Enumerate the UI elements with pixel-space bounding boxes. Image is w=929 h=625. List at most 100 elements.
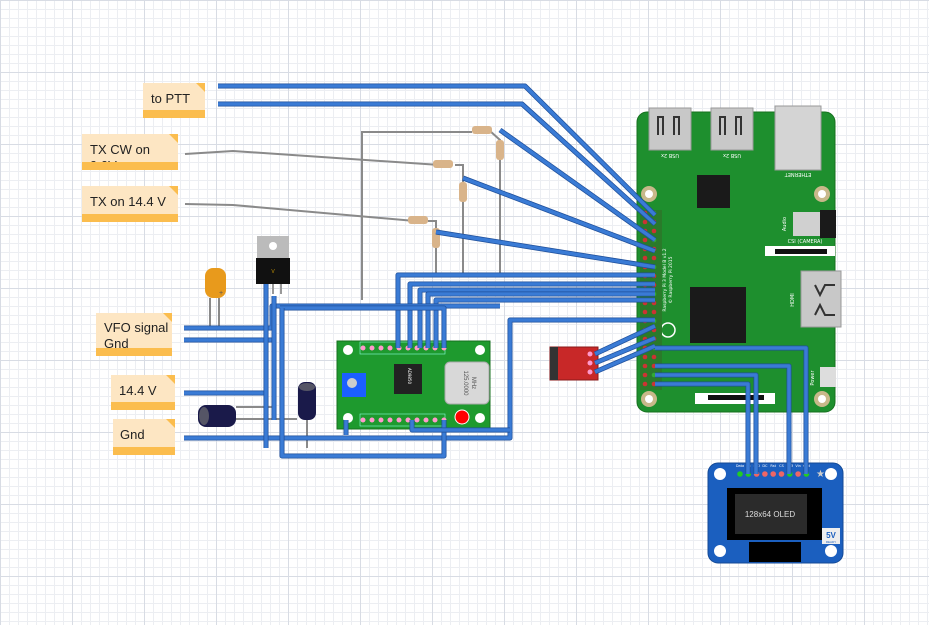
ethernet-port — [774, 105, 822, 171]
wire — [462, 176, 656, 253]
wire — [655, 364, 791, 474]
gpio-pin — [651, 354, 657, 360]
note-text: 14.4 V — [119, 383, 157, 398]
header-pin — [414, 417, 420, 423]
header-pin — [369, 417, 375, 423]
hdmi-label: HDMI — [790, 293, 796, 306]
header-pin — [378, 345, 384, 351]
wire — [280, 306, 446, 348]
header-pin — [378, 417, 384, 423]
oled-pin-label: Data — [736, 464, 744, 468]
hdmi-port — [800, 270, 842, 328]
ethernet-label: ETHERNET — [784, 171, 812, 177]
header-pin — [387, 417, 393, 423]
oled-pin-label: Rst — [770, 464, 776, 468]
wire — [498, 128, 657, 242]
electrolytic-capacitor[interactable] — [298, 382, 316, 420]
raspberry-pi[interactable]: USB 2x USB 2x ETHERNET Audio CSI (CAMERA… — [636, 105, 842, 413]
regulator-marking: V — [271, 269, 275, 275]
header-pin — [423, 417, 429, 423]
oled-pin-label: CS — [779, 464, 784, 468]
flex-cable — [749, 542, 801, 562]
reset-button[interactable] — [454, 409, 470, 425]
wire — [184, 318, 655, 440]
oled-pin — [778, 471, 785, 477]
wire — [280, 308, 446, 458]
electrolytic-capacitor[interactable] — [198, 405, 236, 427]
wire — [396, 273, 655, 348]
wire — [655, 373, 758, 474]
header-pin — [360, 417, 366, 423]
gpio-pin — [642, 309, 648, 315]
oled-pin-label: Vin — [795, 464, 801, 468]
note-text: Gnd — [120, 427, 145, 442]
dds-module[interactable]: AD9850 125.0000 MHz — [336, 340, 491, 430]
usb-port — [648, 107, 692, 151]
gpio-pin — [642, 237, 648, 243]
model-label: Raspberry Pi 3 Model B v1.2 — [662, 248, 668, 311]
note-tx-cw[interactable]: TX CW on 9.0V — [82, 134, 178, 173]
wire — [594, 336, 656, 365]
5v-badge — [822, 528, 840, 544]
resistor — [472, 126, 492, 134]
red-module[interactable] — [549, 346, 599, 381]
usb-label: USB 2x — [661, 152, 679, 158]
wire — [594, 344, 656, 374]
wire — [434, 298, 655, 348]
power-port — [820, 367, 836, 387]
resistor-leads — [184, 130, 501, 448]
badge-subtext: READY — [826, 540, 836, 544]
wire — [418, 288, 655, 348]
resistor — [496, 140, 504, 160]
resistor — [408, 216, 428, 224]
note-gnd[interactable]: Gnd — [113, 419, 175, 455]
gpio-pin — [651, 255, 657, 261]
crystal-oscillator — [444, 361, 490, 405]
oled-pin — [795, 471, 801, 477]
gpio-pin — [651, 228, 657, 234]
wires — [184, 83, 809, 474]
screen-text: 128x64 OLED — [745, 510, 795, 519]
resistor — [433, 160, 453, 168]
wire — [408, 282, 655, 348]
crystal-label: 125.0000 — [462, 370, 468, 396]
usb-label: USB 2x — [723, 152, 741, 158]
gpio-pin — [651, 309, 657, 315]
note-14-4v[interactable]: 14.4 V — [111, 375, 175, 410]
copyright-label: © Raspberry Pi 2015 — [667, 256, 674, 303]
gpio-pin — [642, 219, 648, 225]
audio-jack — [793, 212, 821, 236]
header-pin — [360, 345, 366, 351]
power-label: Power — [810, 370, 816, 386]
wire — [655, 346, 808, 474]
header-pin — [396, 417, 402, 423]
star-icon: ★ — [816, 469, 825, 480]
wire — [426, 292, 655, 348]
note-to-ptt[interactable]: to PTT — [143, 83, 205, 118]
soc-chip — [690, 287, 746, 343]
tantalum-capacitor[interactable]: + — [184, 268, 226, 329]
dds-chip — [394, 364, 422, 394]
usb-port — [710, 107, 754, 151]
note-tx-144[interactable]: TX on 14.4 V — [82, 186, 178, 222]
voltage-regulator[interactable]: V — [256, 236, 290, 294]
wire — [218, 84, 657, 217]
note-text: to PTT — [151, 91, 191, 106]
wire — [655, 382, 750, 474]
gpio-pin — [642, 381, 648, 387]
camera-label: CSI (CAMERA) — [788, 239, 823, 245]
header-pin — [405, 417, 411, 423]
header-pin — [369, 345, 375, 351]
chip — [697, 175, 730, 208]
resistor — [459, 182, 467, 202]
header-pin — [387, 345, 393, 351]
oled-pin — [762, 471, 768, 477]
note-line: VFO signal — [104, 320, 169, 335]
oled-pin — [737, 471, 743, 477]
wire — [218, 102, 657, 226]
gpio-pin — [642, 255, 648, 261]
